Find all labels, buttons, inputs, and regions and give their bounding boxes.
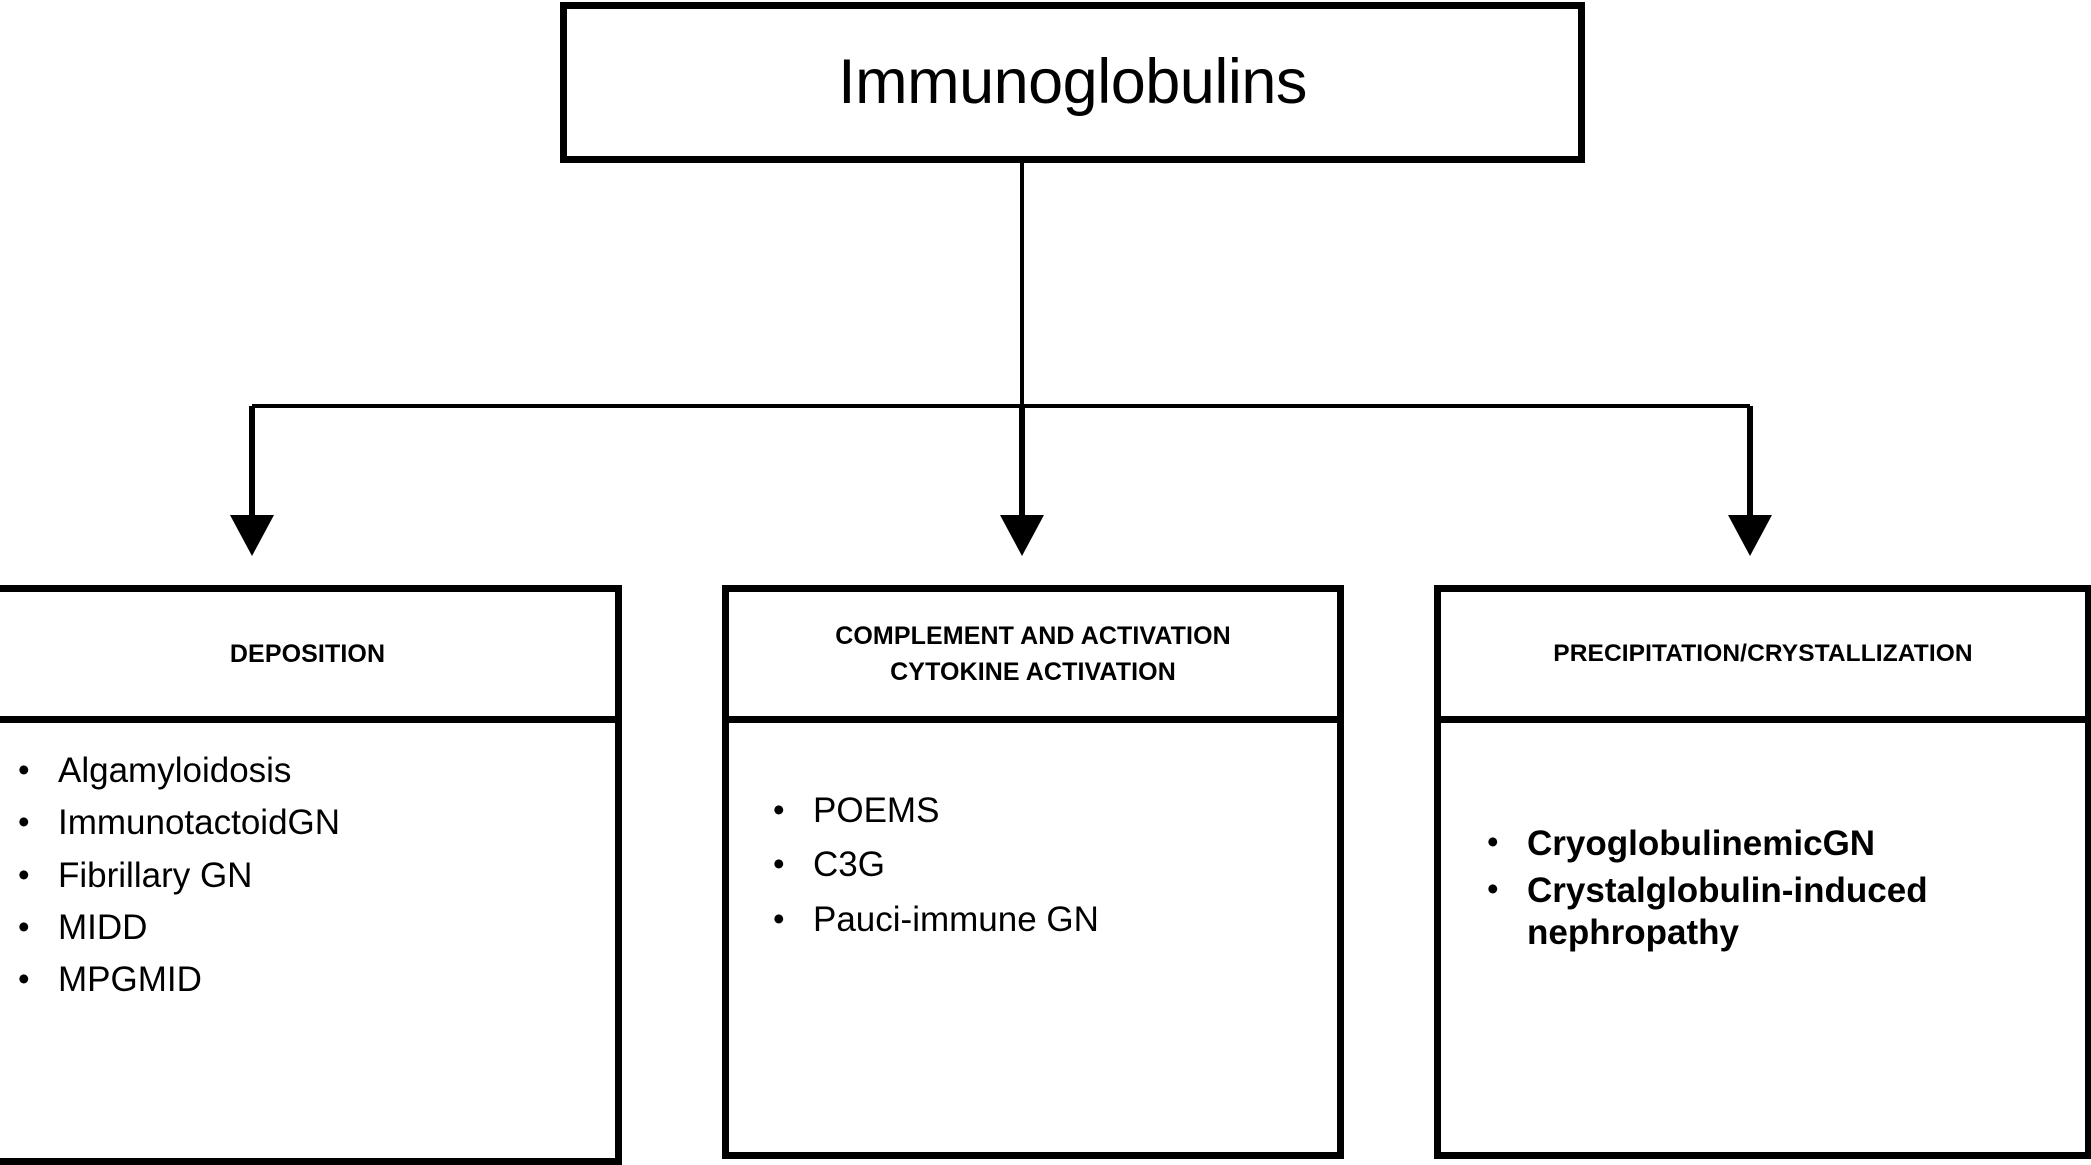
list-item-label: Fibrillary GN [58, 855, 253, 895]
branch-node-complement-cytokine: COMPLEMENT AND ACTIVATION CYTOKINE ACTIV… [722, 585, 1344, 1159]
list-item-label: Algamyloidosis [58, 751, 292, 790]
list-item: • POEMS [755, 791, 1337, 831]
list-item: • Fibrillary GN [0, 856, 615, 896]
branch-item-list: • POEMS • C3G • Pauci-immune GN [729, 723, 1337, 940]
bullet-icon: • [773, 791, 785, 828]
arrowhead-left [230, 515, 274, 556]
list-item: • Algamyloidosis [0, 751, 615, 791]
branch-header-line: CYTOKINE ACTIVATION [890, 658, 1176, 686]
list-item: • MPGMID [0, 960, 615, 1000]
branch-body-deposition: • Algamyloidosis • ImmunotactoidGN • Fib… [0, 723, 615, 1158]
list-item-label: C3G [813, 845, 885, 885]
bullet-icon: • [18, 960, 30, 997]
bullet-icon: • [18, 907, 30, 945]
branch-header-complement-cytokine: COMPLEMENT AND ACTIVATION CYTOKINE ACTIV… [729, 592, 1337, 723]
bullet-icon: • [18, 751, 30, 788]
branch-item-list: • CryoglobulinemicGN • Crystalglobulin-i… [1441, 723, 2085, 953]
list-item-label: MPGMID [58, 960, 202, 999]
list-item: • ImmunotactoidGN [0, 803, 615, 843]
bullet-icon: • [18, 855, 30, 893]
root-node-immunoglobulins: Immunoglobulins [560, 2, 1585, 163]
branch-header-line: DEPOSITION [229, 639, 386, 668]
bullet-icon: • [1487, 823, 1499, 860]
list-item-label: MIDD [58, 907, 148, 947]
list-item-label: CryoglobulinemicGN [1527, 824, 1876, 863]
branch-header-deposition: DEPOSITION [0, 592, 615, 723]
branch-node-deposition: DEPOSITION • Algamyloidosis • Immunotact… [0, 585, 622, 1165]
bullet-icon: • [1487, 870, 1499, 908]
branch-body-complement-cytokine: • POEMS • C3G • Pauci-immune GN [729, 723, 1337, 1152]
bullet-icon: • [18, 803, 30, 841]
list-item: • Pauci-immune GN [755, 900, 1337, 940]
list-item-label: POEMS [813, 791, 940, 830]
list-item: • MIDD [0, 908, 615, 948]
branch-node-precipitation-crystallization: PRECIPITATION/CRYSTALLIZATION • Cryoglob… [1434, 585, 2091, 1159]
branch-header-line: COMPLEMENT AND ACTIVATION [835, 621, 1231, 650]
list-item-label: ImmunotactoidGN [58, 803, 341, 843]
arrowhead-right [1728, 515, 1772, 556]
bullet-icon: • [773, 899, 785, 937]
list-item-label: Crystalglobulin-induced nephropathy [1527, 871, 1928, 952]
branch-item-list: • Algamyloidosis • ImmunotactoidGN • Fib… [0, 723, 615, 1000]
list-item: • Crystalglobulin-induced nephropathy [1469, 870, 2085, 953]
bullet-icon: • [773, 845, 785, 883]
branch-header-line: PRECIPITATION/CRYSTALLIZATION [1553, 639, 1973, 667]
branch-header-precipitation-crystallization: PRECIPITATION/CRYSTALLIZATION [1441, 592, 2085, 723]
branch-body-precipitation-crystallization: • CryoglobulinemicGN • Crystalglobulin-i… [1441, 723, 2085, 1152]
root-node-label: Immunoglobulins [838, 47, 1307, 117]
arrowhead-center [1000, 515, 1044, 556]
list-item: • C3G [755, 845, 1337, 885]
list-item: • CryoglobulinemicGN [1469, 823, 2085, 864]
list-item-label: Pauci-immune GN [813, 899, 1099, 939]
